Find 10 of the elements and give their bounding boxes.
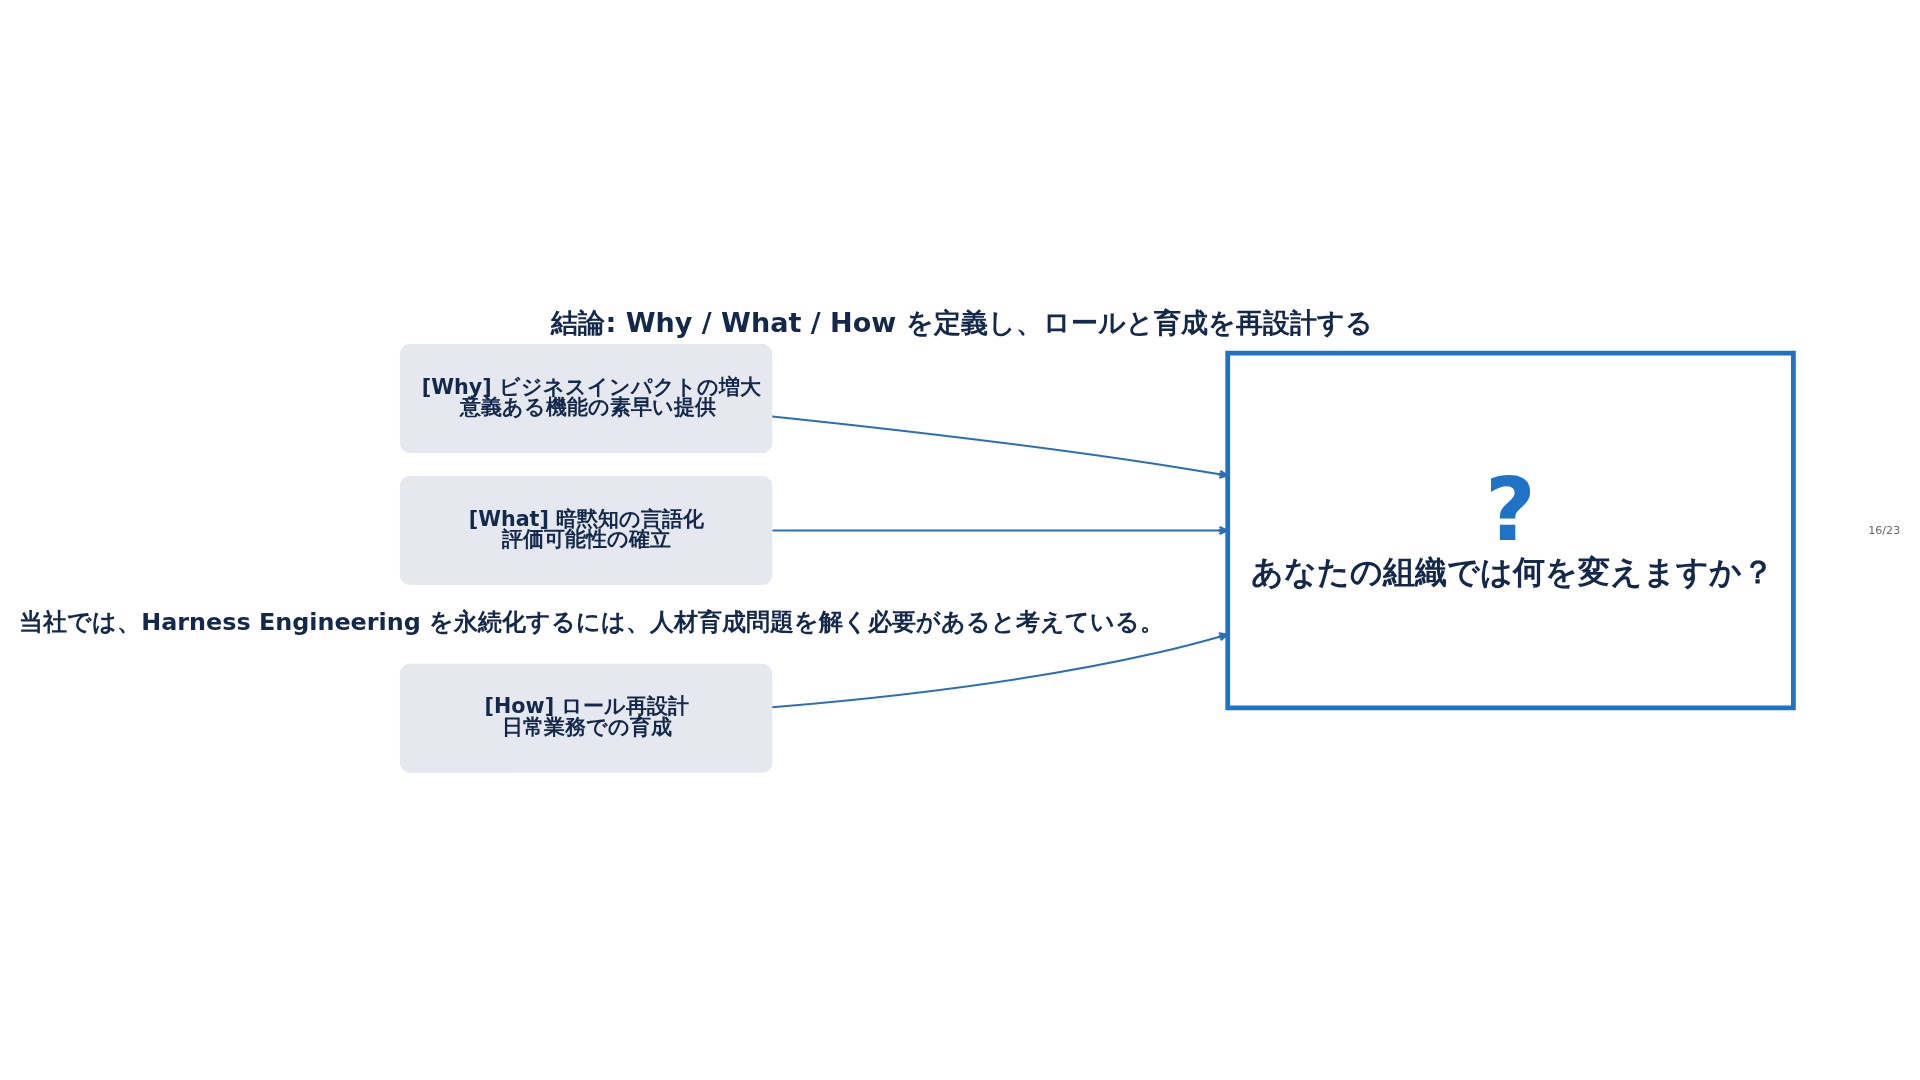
arrow bbox=[771, 631, 1229, 708]
caption: 当社では、Harness Engineering を永続化するには、人材育成問題を解く必要があると考えている。 bbox=[19, 607, 1165, 636]
node-box: [How] ロール再設計 日常業務での育成 bbox=[399, 663, 773, 773]
node-box: [Why] ビジネスインパクトの増大 意義ある機能の素早い提供 bbox=[399, 343, 773, 453]
arrow bbox=[771, 525, 1229, 535]
arrow bbox=[771, 415, 1229, 479]
node-box: [What] 暗黙知の言語化 評価可能性の確立 bbox=[399, 475, 773, 585]
label: 16/23 bbox=[1868, 523, 1901, 536]
node-box: ? あなたの組織では何を変えますか？ bbox=[1225, 350, 1796, 710]
diagram-title: 結論: Why / What / How を定義し、ロールと育成を再設計する bbox=[551, 306, 1373, 338]
